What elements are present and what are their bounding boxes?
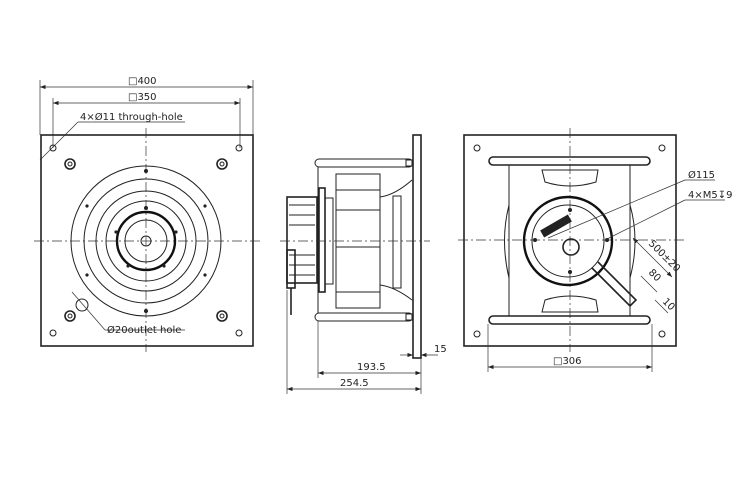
rear-view: Ø115 4×M5↧9 500±20 80 10 □306 xyxy=(458,128,732,372)
dim-15-label: 15 xyxy=(434,344,447,355)
outlet-hole-label: Ø20outlet hole xyxy=(107,324,181,336)
motor-rear xyxy=(522,195,614,287)
through-hole-label: 4×Ø11 through-hole xyxy=(80,111,183,123)
side-mounting-plate xyxy=(412,134,422,359)
dim-254-5-label: 254.5 xyxy=(340,378,369,389)
side-view: 15 193.5 254.5 xyxy=(280,134,447,394)
cable xyxy=(591,261,638,308)
dim-400-label: □400 xyxy=(128,76,157,87)
end-length-label: 10 xyxy=(660,296,677,313)
front-view: □400 □350 4×Ø11 through-hole Ø20outlet h… xyxy=(34,76,262,352)
thread-label: 4×M5↧9 xyxy=(688,190,732,201)
dim-306-label: □306 xyxy=(553,356,582,367)
motor-housing xyxy=(286,196,318,284)
mounting-bosses xyxy=(64,158,228,322)
outlet-hole xyxy=(75,298,89,312)
dim-193-5-label: 193.5 xyxy=(357,362,386,373)
motor-diameter-label: Ø115 xyxy=(688,169,715,181)
front-mounting-plate xyxy=(40,134,254,347)
corner-through-holes xyxy=(49,144,243,337)
top-rail xyxy=(488,156,651,166)
bottom-rail xyxy=(488,315,651,325)
motor-flange-ring xyxy=(115,210,177,272)
dim-350-label: □350 xyxy=(128,92,157,103)
strip-length-label: 80 xyxy=(646,267,663,284)
